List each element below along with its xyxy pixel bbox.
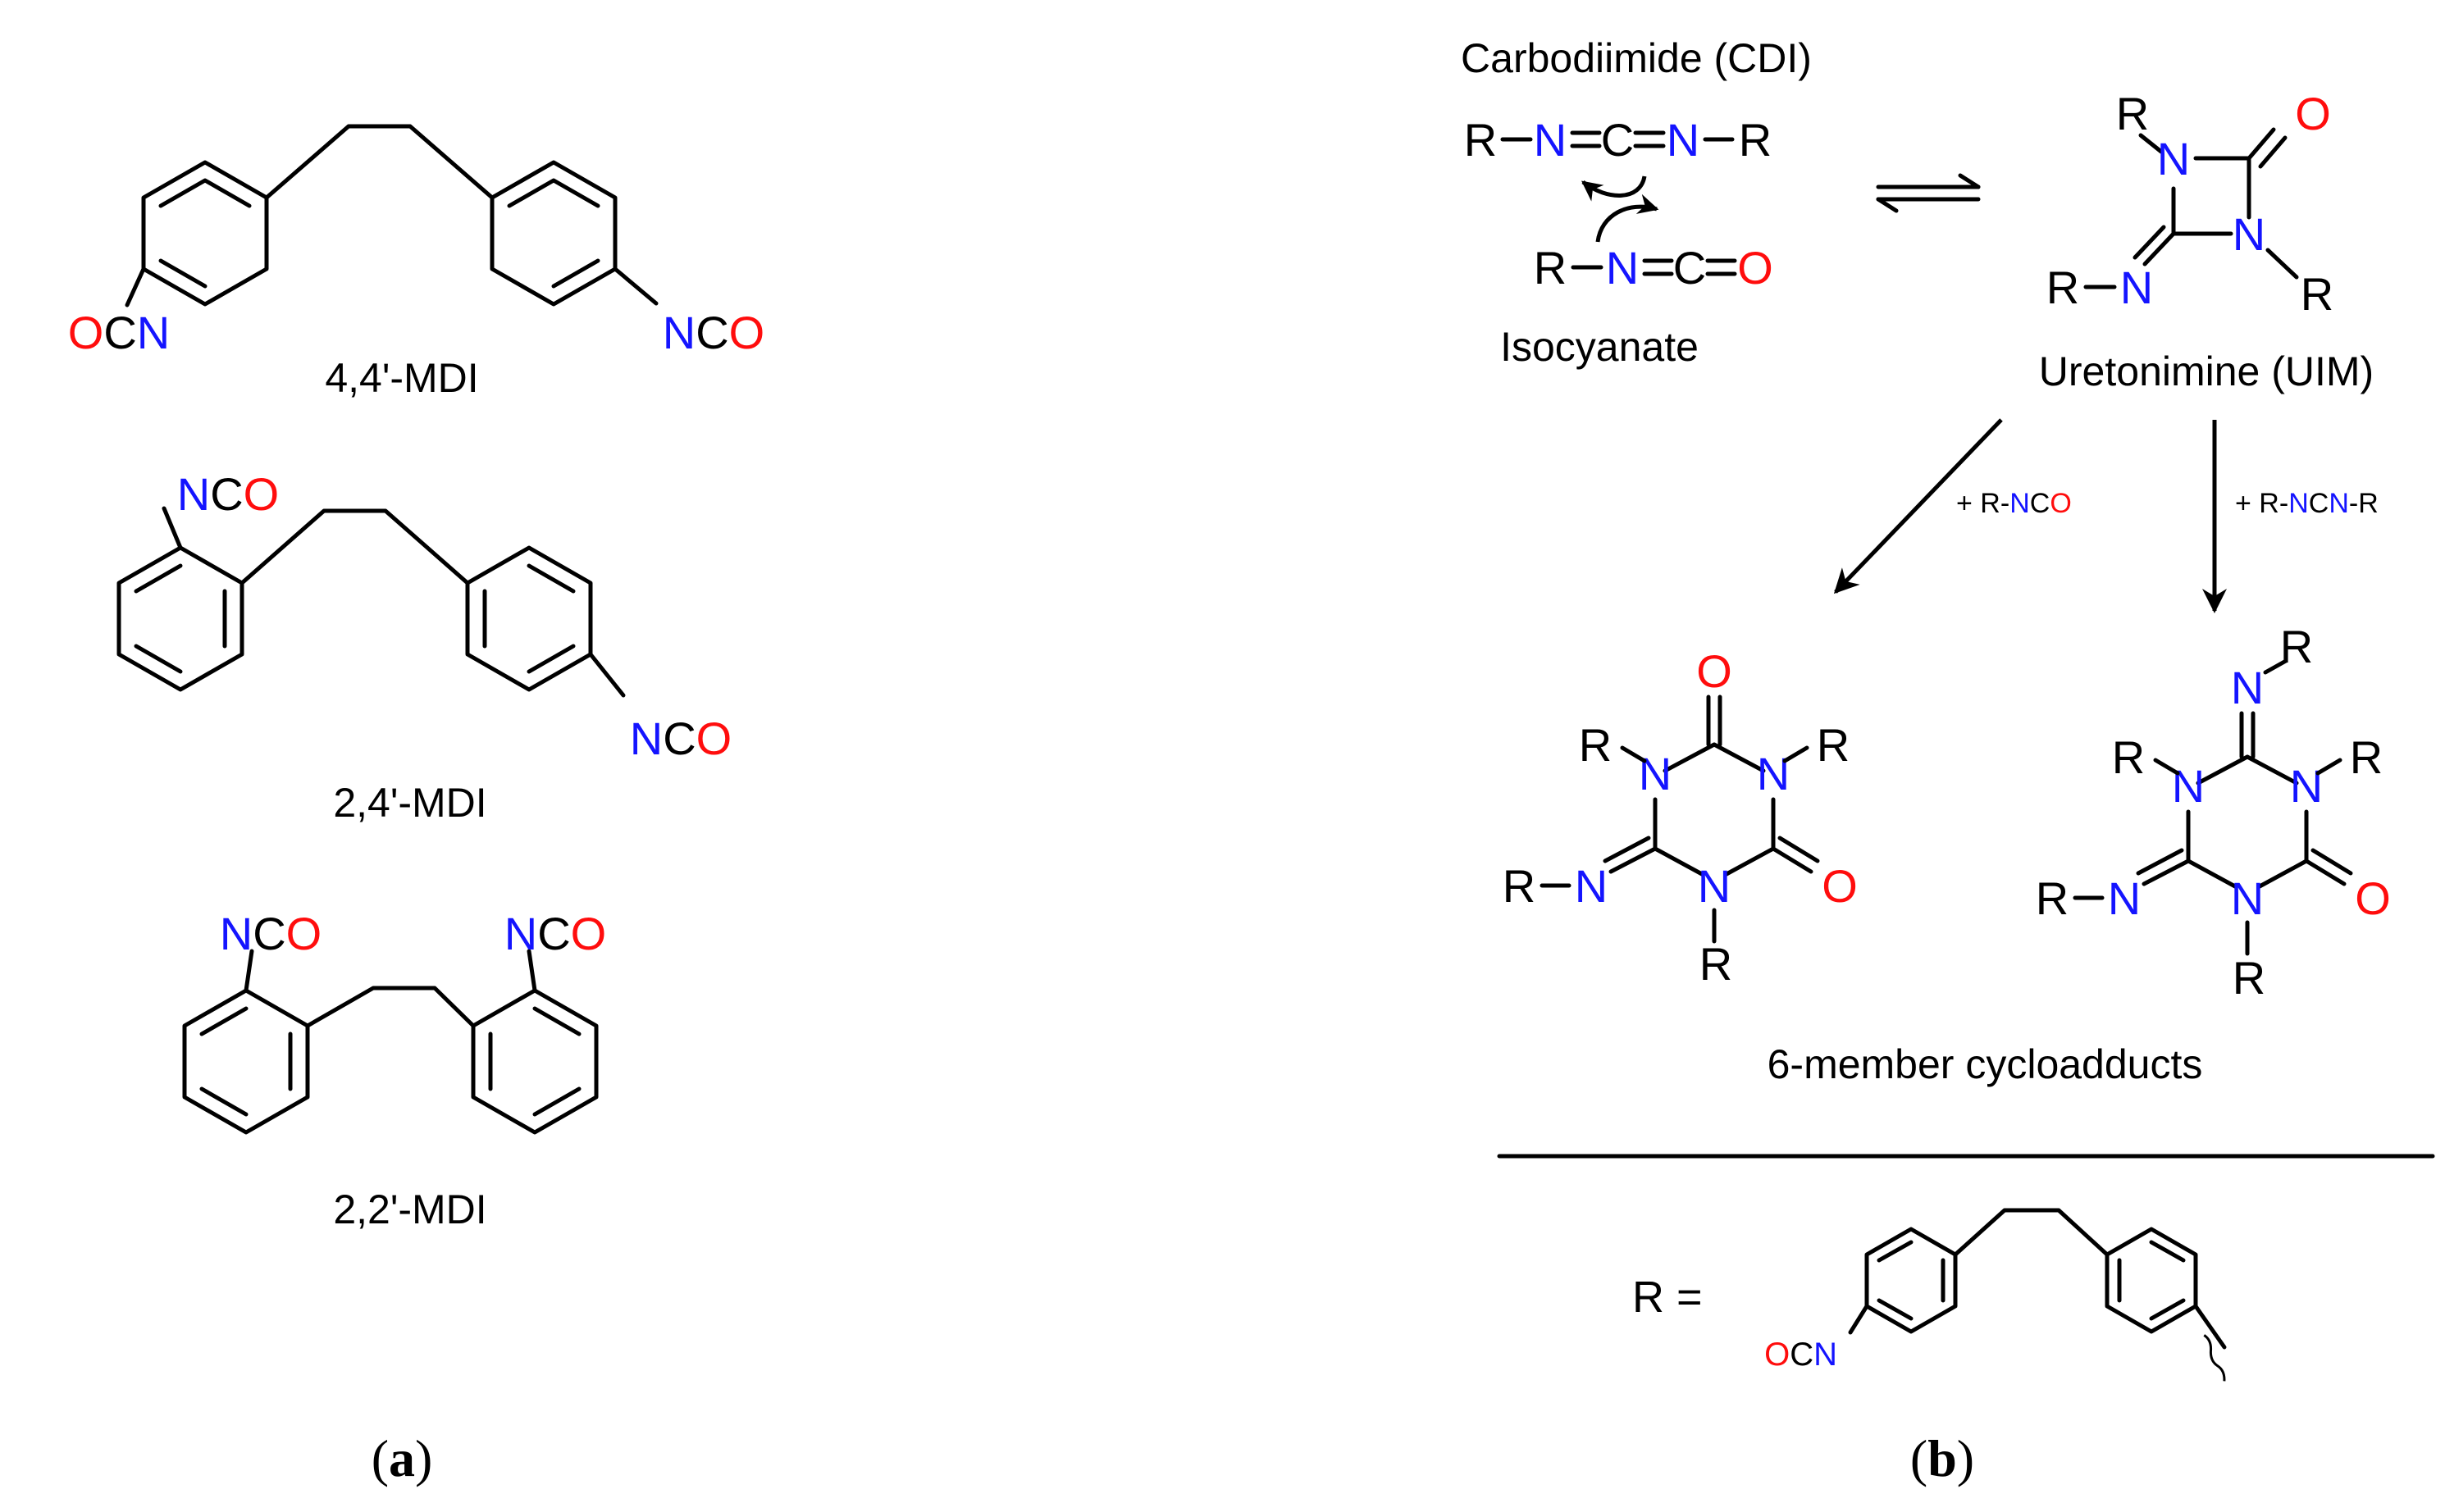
svg-text:N: N [1757,748,1790,799]
cdi-structure: R N C N R [1464,114,1772,166]
svg-text:C: C [1673,242,1706,294]
panel-b-label: (b) [1910,1429,1974,1487]
svg-text:R: R [1699,938,1732,990]
svg-text:N: N [1534,114,1567,166]
uim-label: Uretonimine (UIM) [2039,348,2374,394]
mdi22-nco-left: NCO [220,908,322,959]
mdi44-nco-right: NCO [663,307,764,358]
panel-b: Carbodiimide (CDI) R N C N R R N C [1461,35,2435,1487]
svg-text:N: N [2172,760,2205,812]
svg-text:R: R [1579,719,1612,771]
svg-text:N: N [2231,872,2264,924]
svg-text:R: R [2280,621,2313,672]
svg-text:N: N [1575,860,1608,912]
svg-text:C: C [1601,114,1634,166]
svg-text:N: N [1639,748,1672,799]
svg-text:R: R [1503,860,1535,912]
r-ring-right [2105,1227,2198,1334]
reagent-carbodiimide: + R-NCN-R [2235,488,2379,519]
svg-text:R: R [2036,872,2069,924]
mdi22-methylene [305,986,476,1028]
svg-text:N: N [2233,208,2265,260]
svg-text:R: R [1739,114,1772,166]
svg-text:R: R [2301,268,2333,320]
svg-text:O: O [2355,872,2391,924]
r-group-structure: OCN [1764,1208,2227,1382]
svg-text:R: R [2350,731,2383,783]
mdi44-ring-left [141,160,269,307]
mdi44-nco-left: OCN [68,307,170,358]
svg-text:N: N [2231,662,2264,713]
panel-a-label: (a) [372,1429,433,1487]
r-methylene [1953,1208,2110,1257]
curved-arrow-right [1595,194,1659,243]
arrow-to-left-adduct [1833,418,2003,594]
svg-text:N: N [2290,760,2323,812]
panel-a: OCN NCO 4,4'-MDI NCO NCO 2,4'-MDI NCO [68,124,764,1487]
svg-text:R: R [1464,114,1497,166]
mdi-22-structure: NCO NCO 2,2'-MDI [182,908,606,1232]
cdi-label: Carbodiimide (CDI) [1461,35,1812,81]
svg-text:N: N [1698,860,1731,912]
svg-text:R: R [1534,242,1567,294]
curved-arrow-left [1581,175,1647,202]
mdi22-name: 2,2'-MDI [333,1186,486,1232]
svg-text:O: O [1822,860,1858,912]
r-definition-label: R = [1632,1273,1703,1322]
cycloadduct-left: O N N R R N R O N R [1503,645,1858,990]
uim-structure: R N O N R N R [2046,88,2333,320]
mdi24-name: 2,4'-MDI [333,780,486,826]
mdi-44-structure: OCN NCO 4,4'-MDI [68,124,764,401]
svg-text:N: N [1667,114,1699,166]
mdi44-ring-right [490,160,618,307]
svg-text:R: R [2233,952,2265,1004]
svg-text:R: R [2116,88,2149,139]
isocyanate-structure: R N C O [1534,242,1773,294]
mdi24-nco-right: NCO [630,713,732,764]
mdi24-nco-top: NCO [177,468,279,520]
mdi-24-structure: NCO NCO 2,4'-MDI [116,468,732,826]
svg-text:N: N [2157,133,2190,184]
cycloadducts-label: 6-member cycloadducts [1768,1041,2203,1087]
mdi44-name: 4,4'-MDI [325,355,478,401]
svg-text:R: R [2046,262,2079,313]
mdi22-ring-right [471,988,599,1135]
mdi24-methylene [239,508,470,585]
attachment-wavy-line [2203,1334,2226,1382]
svg-text:N: N [2108,872,2141,924]
svg-text:N: N [1606,242,1639,294]
svg-text:O: O [1737,242,1773,294]
cycloadduct-right: R N N N R R N R O N R [2036,621,2391,1004]
svg-text:R: R [2112,731,2145,783]
svg-text:O: O [2295,88,2331,139]
r-nco-group: OCN [1764,1337,1837,1373]
svg-text:R: R [1817,719,1850,771]
isocyanate-label: Isocyanate [1500,324,1699,370]
equilibrium-arrows [1876,173,1981,213]
mdi44-methylene [264,124,495,200]
svg-text:O: O [1696,645,1732,697]
mdi22-nco-right: NCO [504,908,606,959]
svg-text:N: N [2120,262,2153,313]
reagent-isocyanate: + R-NCO [1956,488,2072,519]
